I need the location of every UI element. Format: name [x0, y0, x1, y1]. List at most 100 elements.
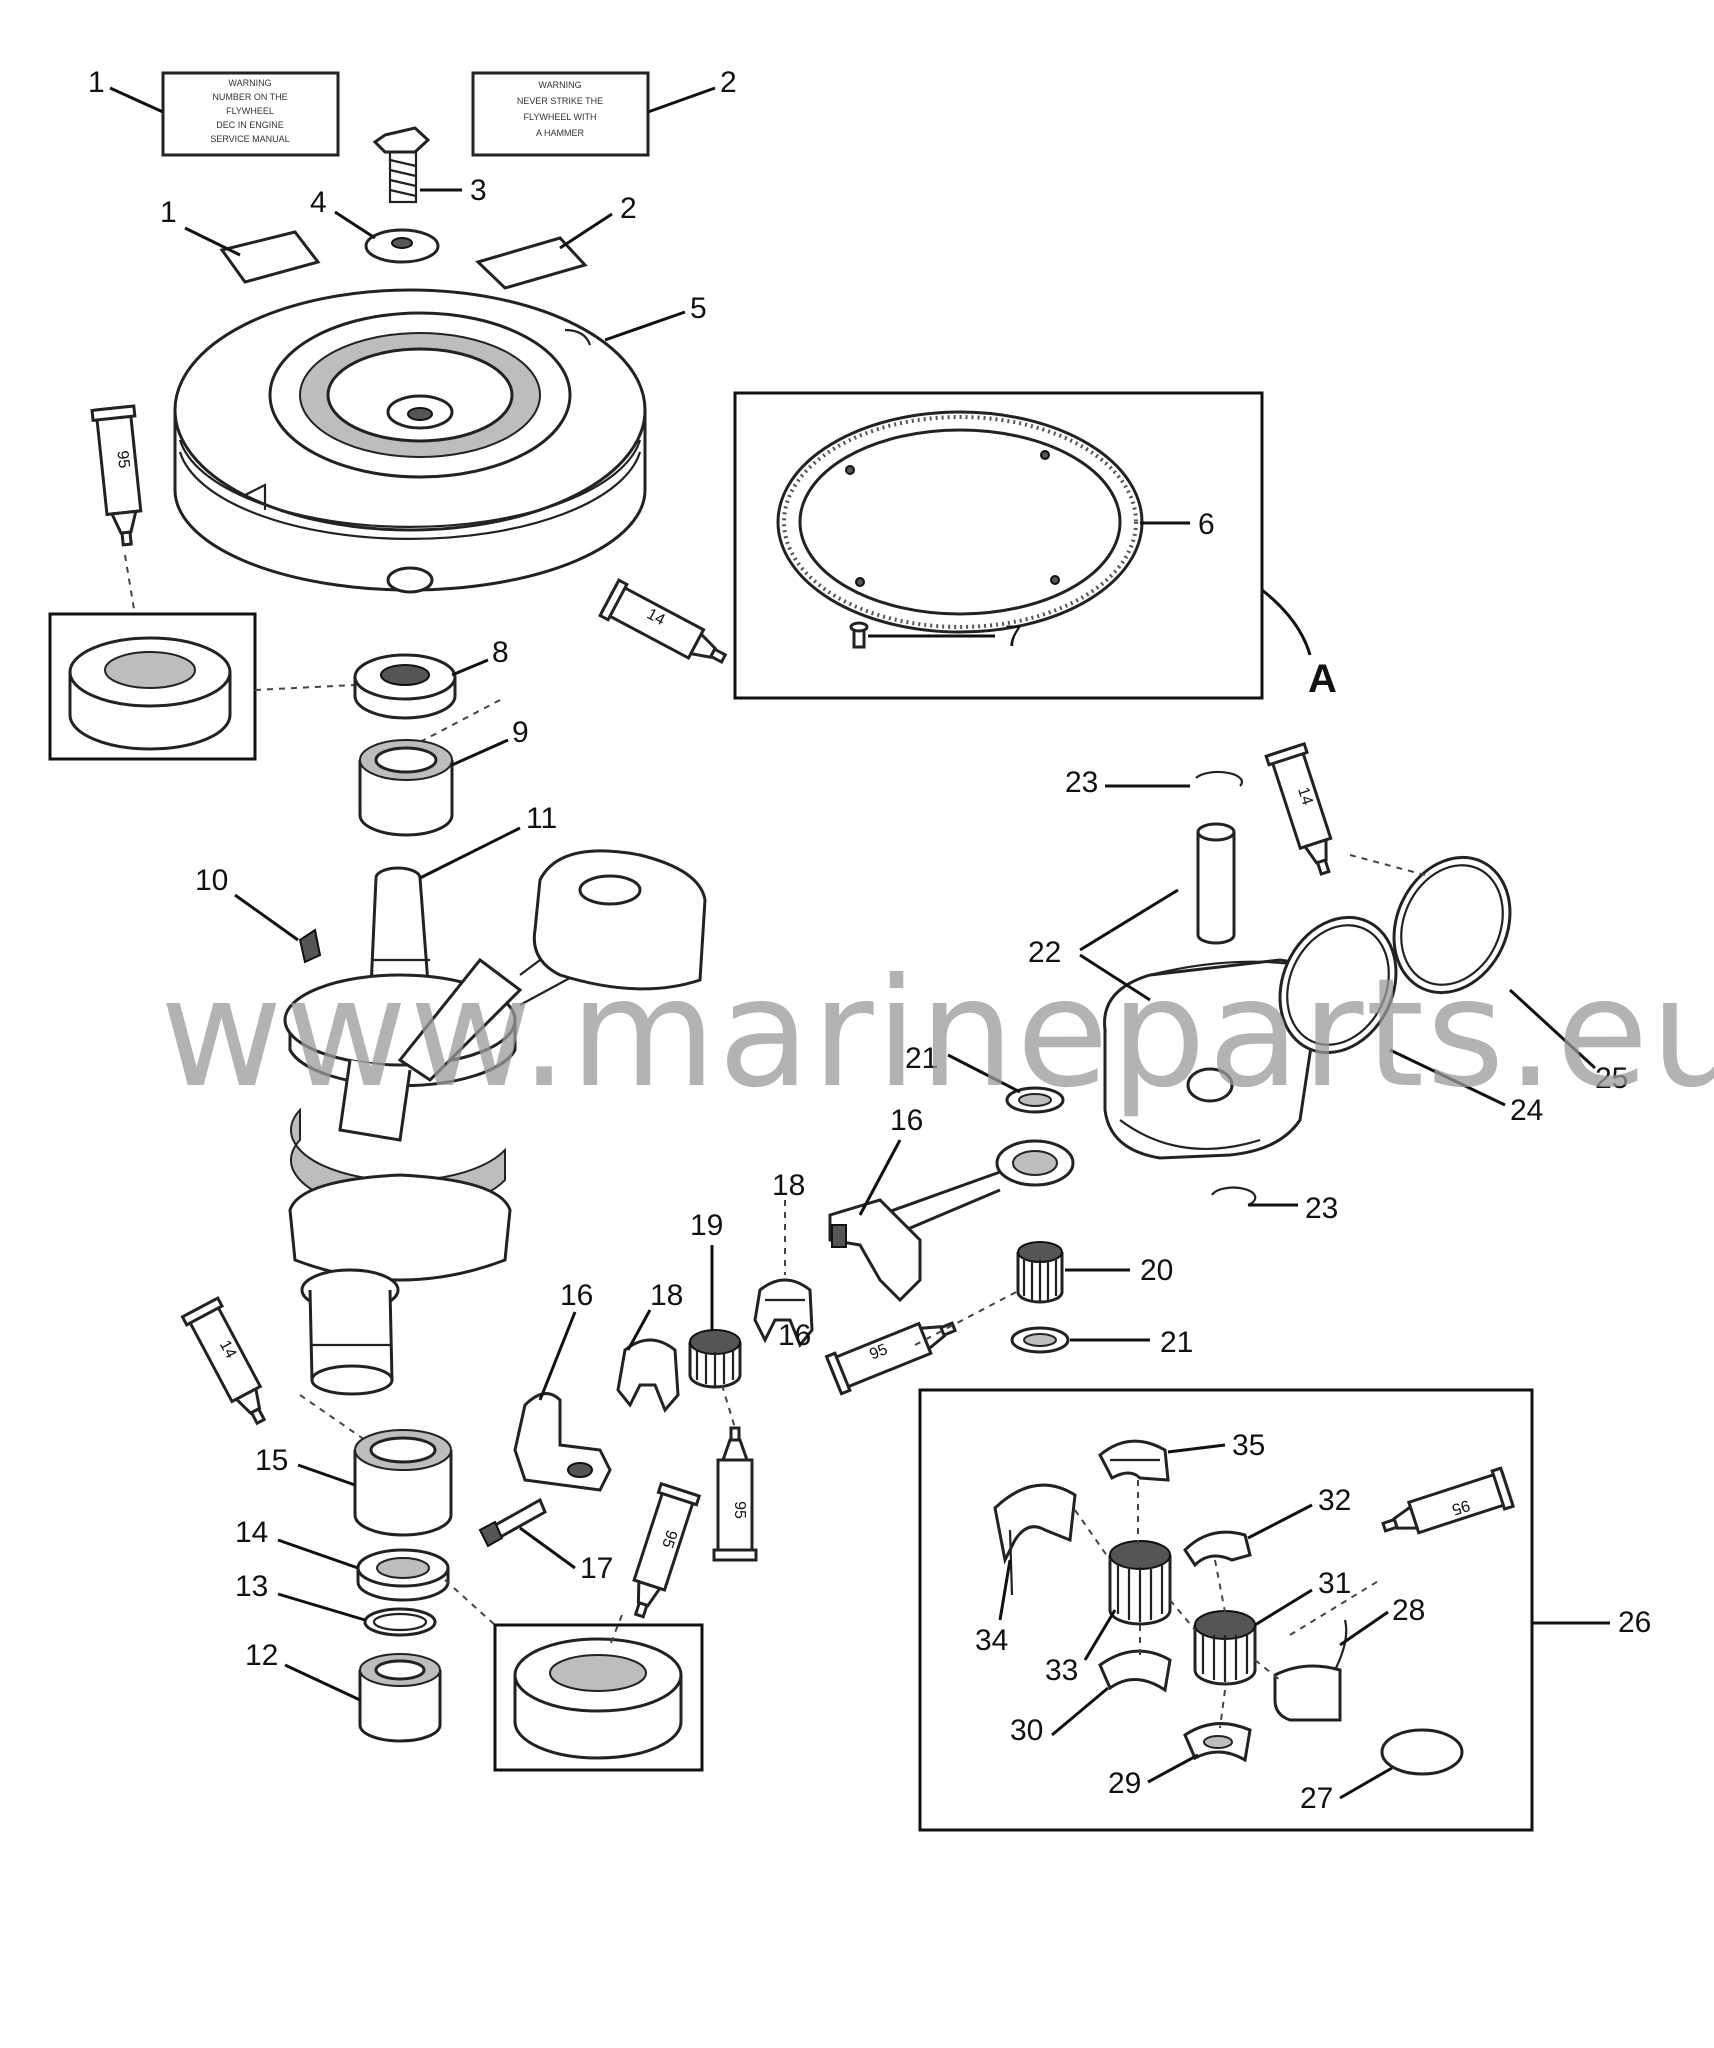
callout-10: 10: [195, 864, 228, 897]
callout-18b: 18: [650, 1279, 683, 1312]
decal-1-line: NUMBER ON THE: [212, 92, 287, 102]
tube-label: 14: [216, 1338, 239, 1362]
callout-16: 16: [890, 1104, 923, 1137]
callout-1-small: 1: [160, 196, 177, 229]
callout-22: 22: [1028, 936, 1061, 969]
decal-2-line: A HAMMER: [536, 128, 585, 138]
decal-2-label: WARNING NEVER STRIKE THE FLYWHEEL WITH A…: [471, 71, 650, 157]
bearing-12: [358, 1653, 442, 1743]
callout-26: 26: [1618, 1606, 1651, 1639]
decal-1-line: WARNING: [228, 78, 271, 88]
retaining-ring-27: [1380, 1728, 1464, 1776]
callout-16b: 16: [560, 1279, 593, 1312]
callout-24: 24: [1510, 1094, 1543, 1127]
callout-14: 14: [235, 1516, 268, 1549]
callout-2: 2: [720, 66, 737, 99]
bearing-cage-18-lower: [616, 1338, 680, 1413]
bearing-half-32: [1183, 1530, 1252, 1568]
callout-23: 23: [1065, 766, 1098, 799]
rod-cap-16: [513, 1392, 612, 1492]
callout-16c: 16: [778, 1319, 811, 1352]
decal-2-line: NEVER STRIKE THE: [517, 96, 603, 106]
callout-18: 18: [772, 1169, 805, 1202]
callout-31: 31: [1318, 1567, 1351, 1600]
decal-1-small: [219, 230, 321, 284]
piston-ring-25: [1392, 855, 1512, 995]
callout-21b: 21: [1160, 1326, 1193, 1359]
inset-seal-bottom: [493, 1623, 704, 1772]
bearing-half-35: [1098, 1439, 1170, 1482]
inset-seal-top: [48, 612, 257, 761]
callout-29: 29: [1108, 1767, 1141, 1800]
inset-bearing-kit: [918, 1388, 1534, 1832]
ring-gear-screw-7: [849, 621, 869, 649]
roller-bearing-19: [688, 1329, 742, 1389]
callout-11: 11: [526, 802, 557, 835]
callout-28: 28: [1392, 1594, 1425, 1627]
tube-label: 14: [644, 606, 668, 629]
bearing-half-28: [1273, 1619, 1348, 1722]
callout-15: 15: [255, 1444, 288, 1477]
flywheel-washer: [364, 228, 440, 264]
piston-pin-22: [1196, 822, 1236, 945]
callout-12: 12: [245, 1639, 278, 1672]
callout-25: 25: [1595, 1062, 1628, 1095]
callout-17: 17: [580, 1552, 613, 1585]
tube-label: 95: [1450, 1496, 1472, 1518]
crankshaft-key-10: [298, 928, 322, 964]
tube-label: 95: [731, 1501, 748, 1519]
flywheel: [173, 288, 647, 594]
crankshaft-seal-8: [353, 653, 457, 720]
callout-A: A: [1308, 657, 1337, 701]
bearing-half-30: [1098, 1649, 1172, 1693]
tube-label: 95: [113, 450, 132, 470]
callout-2-small: 2: [620, 192, 637, 225]
callout-7: 7: [1005, 620, 1022, 653]
callout-32: 32: [1318, 1484, 1351, 1517]
tube-label: 95: [867, 1341, 890, 1363]
flywheel-bolt: [372, 126, 431, 204]
connecting-rod-16: [828, 1139, 1075, 1303]
piston-pin-retainer-23: [1195, 770, 1244, 787]
seal-enlarged: [513, 1637, 683, 1760]
callout-1: 1: [88, 66, 105, 99]
piston-pin-retainer-23: [1211, 1186, 1257, 1207]
sealant-tube-95: 95: [1381, 1466, 1516, 1535]
decal-1-line: FLYWHEEL: [226, 106, 274, 116]
decal-1-label: WARNING NUMBER ON THE FLYWHEEL DEC IN EN…: [161, 71, 340, 157]
bearing-half-29: [1183, 1722, 1252, 1763]
callout-8: 8: [492, 636, 509, 669]
callout-35: 35: [1232, 1429, 1265, 1462]
piston-assembly-installed: [397, 849, 707, 1082]
callout-23b: 23: [1305, 1192, 1338, 1225]
callout-9: 9: [512, 716, 529, 749]
callout-5: 5: [690, 292, 707, 325]
callout-21: 21: [905, 1042, 938, 1075]
bearing-cage-18-upper: [753, 1278, 814, 1348]
callout-34: 34: [975, 1624, 1008, 1657]
callout-13: 13: [235, 1570, 268, 1603]
decal-2-line: WARNING: [538, 80, 581, 90]
callout-19: 19: [690, 1209, 723, 1242]
lubricant-tube-14: 14: [1264, 741, 1333, 876]
sealant-tube-95: 95: [632, 1481, 702, 1619]
decal-2-line: FLYWHEEL WITH: [523, 112, 596, 122]
lower-seal-14: [356, 1548, 450, 1602]
rod-bolt-17: [478, 1497, 547, 1548]
watermark-text: www.marineparts.eu: [160, 947, 1714, 1121]
roller-cage-33: [1108, 1540, 1172, 1626]
ring-gear-6: [776, 410, 1144, 634]
sealant-tube-95: 95: [712, 1426, 758, 1562]
inset-ring-gear: [733, 391, 1264, 700]
lubricant-tube-14: 14: [598, 578, 728, 664]
seal-enlarged: [68, 636, 232, 751]
tube-label: 95: [658, 1528, 680, 1550]
callout-4: 4: [310, 186, 327, 219]
callout-30: 30: [1010, 1714, 1043, 1747]
callout-27: 27: [1300, 1782, 1333, 1815]
tube-label: 14: [1294, 785, 1316, 807]
callout-20: 20: [1140, 1254, 1173, 1287]
sealant-tube-95: 95: [824, 1321, 958, 1396]
lower-main-bearing-15: [353, 1429, 453, 1537]
